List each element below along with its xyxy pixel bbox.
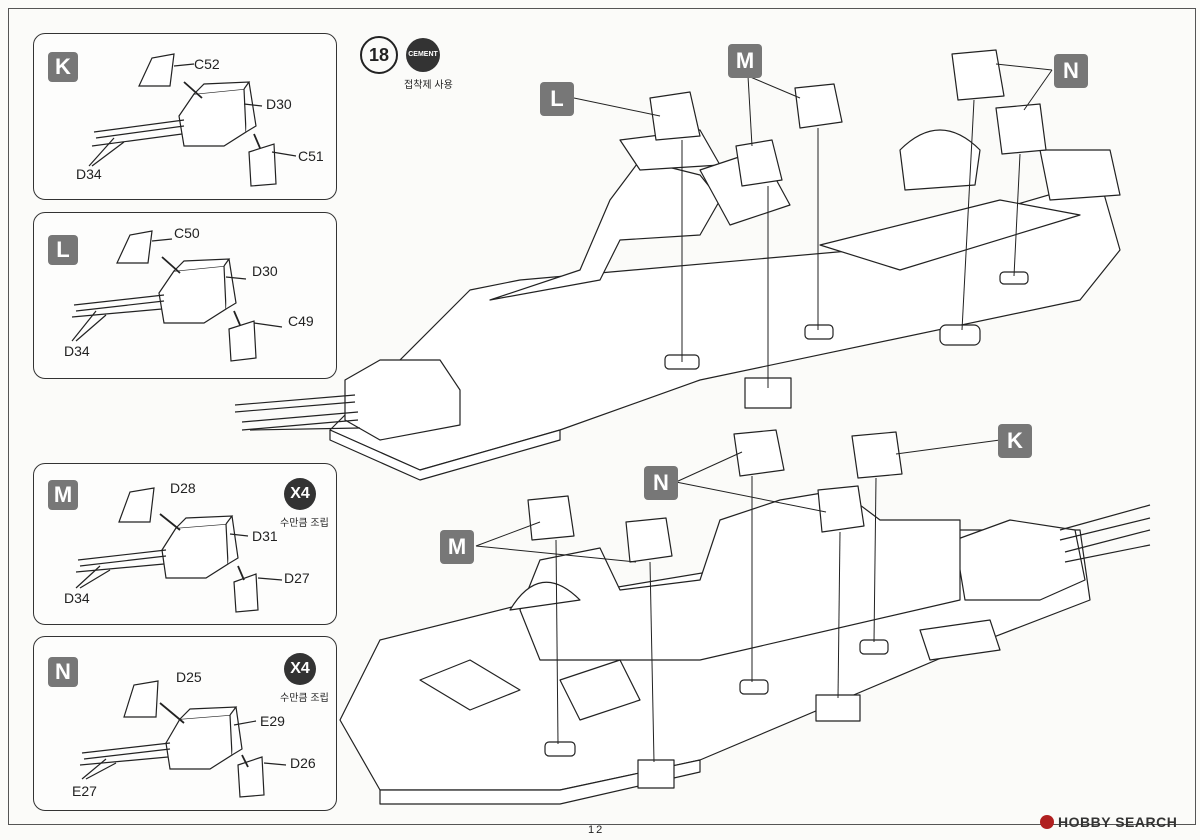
part-label-c52: C52 bbox=[194, 56, 220, 72]
page-number: 12 bbox=[588, 824, 605, 836]
callout-n-lower: N bbox=[644, 466, 678, 500]
callout-n-upper: N bbox=[1054, 54, 1088, 88]
part-label-e29: E29 bbox=[260, 713, 285, 729]
turret-k-diagram bbox=[88, 53, 297, 187]
part-label-d34: D34 bbox=[64, 590, 90, 606]
part-label-d30: D30 bbox=[266, 96, 292, 112]
part-label-c49: C49 bbox=[288, 313, 314, 329]
multiplier-badge: X4 bbox=[284, 478, 316, 510]
part-label-d34: D34 bbox=[64, 343, 90, 359]
turret-n-diagram bbox=[79, 680, 287, 798]
cement-caption: 접착제 사용 bbox=[404, 80, 453, 91]
turret-m-diagram bbox=[75, 487, 283, 613]
multiplier-badge: X4 bbox=[284, 653, 316, 685]
panel-k-badge: K bbox=[48, 52, 78, 82]
part-label-c51: C51 bbox=[298, 148, 324, 164]
part-label-d30: D30 bbox=[252, 263, 278, 279]
part-label-e27: E27 bbox=[72, 783, 97, 799]
part-label-d26: D26 bbox=[290, 755, 316, 771]
panel-m: M X4 수만큼 조립 D28 D31 D27 D34 bbox=[33, 463, 337, 625]
panel-l-badge: L bbox=[48, 235, 78, 265]
part-label-d28: D28 bbox=[170, 480, 196, 496]
part-label-d31: D31 bbox=[252, 528, 278, 544]
callout-k-lower: K bbox=[998, 424, 1032, 458]
part-label-d25: D25 bbox=[176, 669, 202, 685]
part-label-c50: C50 bbox=[174, 225, 200, 241]
callout-m-lower: M bbox=[440, 530, 474, 564]
page-border bbox=[8, 8, 1196, 825]
panel-n-badge: N bbox=[48, 657, 78, 687]
part-label-d34: D34 bbox=[76, 166, 102, 182]
turret-l-diagram bbox=[71, 230, 283, 362]
hobby-search-logo-icon bbox=[1040, 815, 1054, 829]
part-label-d27: D27 bbox=[284, 570, 310, 586]
step-number: 18 bbox=[360, 36, 398, 74]
callout-l-upper: L bbox=[540, 82, 574, 116]
cement-badge: CEMENT bbox=[406, 38, 440, 72]
callout-m-upper: M bbox=[728, 44, 762, 78]
watermark: HOBBY SEARCH bbox=[1040, 814, 1177, 830]
multiplier-caption: 수만큼 조립 bbox=[280, 518, 329, 529]
panel-k: K C52 D30 C51 D34 bbox=[33, 33, 337, 200]
panel-n: N X4 수만큼 조립 D25 E29 D26 E27 bbox=[33, 636, 337, 811]
panel-m-badge: M bbox=[48, 480, 78, 510]
multiplier-caption: 수만큼 조립 bbox=[280, 693, 329, 704]
panel-l: L C50 D30 C49 D34 bbox=[33, 212, 337, 379]
